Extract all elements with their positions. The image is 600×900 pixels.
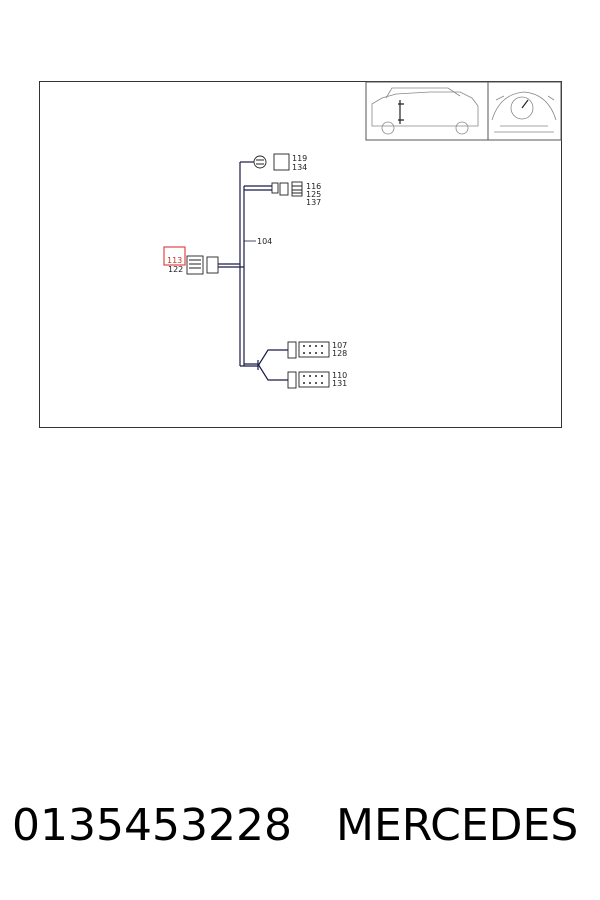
brand-name: MERCEDES <box>336 800 579 851</box>
branch-label-104: 104 <box>257 237 272 246</box>
callout-137: 137 <box>306 198 321 207</box>
part-footer: 0135453228 MERCEDES <box>0 800 600 870</box>
control-module-connector <box>186 255 219 275</box>
callout-116: 116 <box>306 182 321 191</box>
round-connector-119 <box>253 153 290 171</box>
dashboard-view-icon <box>491 91 557 133</box>
callout-134: 134 <box>292 163 307 172</box>
part-number: 0135453228 <box>12 800 292 851</box>
callout-113[interactable]: 113 <box>167 256 182 265</box>
lower-connector-107 <box>287 341 330 359</box>
callout-122: 122 <box>168 265 183 274</box>
callout-107: 107 <box>332 341 347 350</box>
highlight-box[interactable] <box>163 246 186 266</box>
car-side-view-icon <box>371 87 479 135</box>
wiring-diagram: 119 134 116 125 137 104 113 122 107 128 … <box>163 81 562 389</box>
callout-131: 131 <box>332 379 347 388</box>
lower-connector-110 <box>287 371 330 389</box>
diagram-frame <box>39 81 562 428</box>
callout-119: 119 <box>292 154 307 163</box>
callout-128: 128 <box>332 349 347 358</box>
callout-125: 125 <box>306 190 321 199</box>
multi-connector-116 <box>271 181 303 197</box>
callout-110: 110 <box>332 371 347 380</box>
harness-lines <box>218 161 288 381</box>
location-thumbnails <box>365 81 562 141</box>
